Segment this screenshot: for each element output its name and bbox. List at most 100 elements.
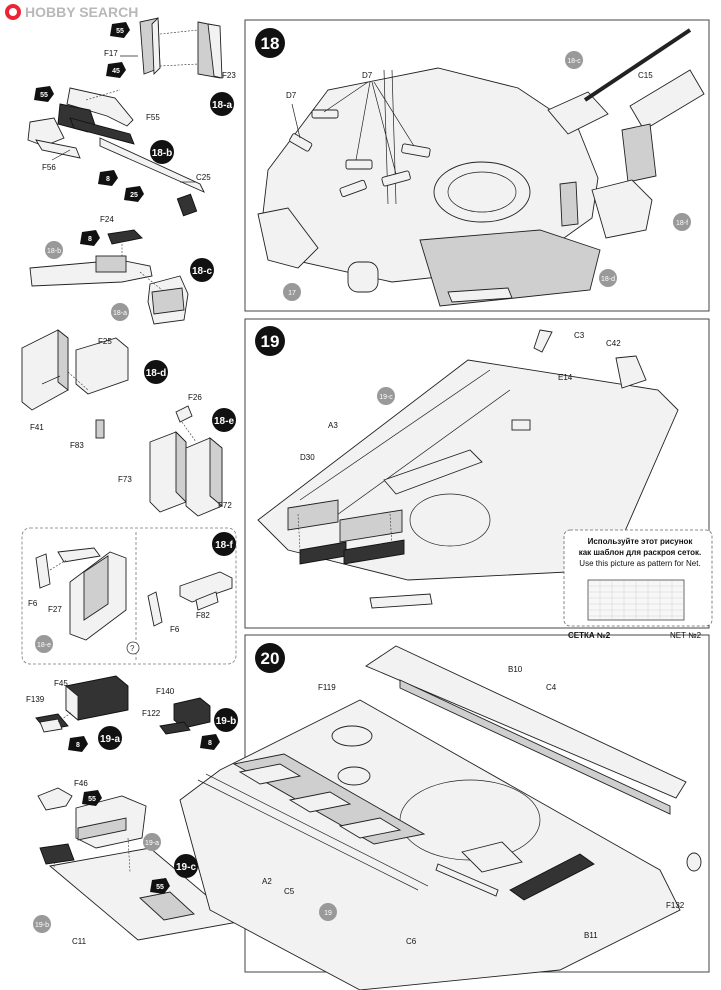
label-F25: F25 bbox=[98, 337, 112, 346]
label-F122: F122 bbox=[142, 709, 161, 718]
label-F23: F23 bbox=[222, 71, 236, 80]
svg-text:8: 8 bbox=[88, 236, 92, 243]
label-F139: F139 bbox=[26, 695, 45, 704]
svg-text:18-b: 18-b bbox=[47, 248, 61, 255]
ref-badge-19c: 19-c bbox=[377, 387, 395, 405]
label-C42: C42 bbox=[606, 339, 621, 348]
label-F27: F27 bbox=[48, 605, 62, 614]
svg-text:18-e: 18-e bbox=[214, 416, 234, 427]
subassembly-18f-panel: ? bbox=[21, 527, 237, 665]
label-A3: A3 bbox=[328, 421, 338, 430]
sub-badge-18a: 18-a bbox=[210, 92, 234, 116]
ref-badge-19: 19 bbox=[319, 903, 337, 921]
subassembly-18a-armour bbox=[120, 16, 223, 79]
svg-text:18-f: 18-f bbox=[676, 220, 688, 227]
label-D7-b: D7 bbox=[362, 71, 373, 80]
sub-badge-18b: 18-b bbox=[150, 140, 174, 164]
label-C25: C25 bbox=[196, 173, 211, 182]
paint-badge-8-a: 8 bbox=[98, 170, 118, 186]
label-F55: F55 bbox=[146, 113, 160, 122]
paint-badge-8-c: 8 bbox=[68, 736, 88, 752]
paint-badge-8-d: 8 bbox=[200, 734, 220, 750]
svg-text:8: 8 bbox=[208, 740, 212, 747]
paint-badge-55-c: 55 bbox=[82, 790, 102, 806]
sub-badge-18e: 18-e bbox=[212, 408, 236, 432]
watermark-text: HOBBY SEARCH bbox=[25, 4, 138, 20]
svg-text:55: 55 bbox=[88, 796, 96, 803]
label-F82: F82 bbox=[196, 611, 210, 620]
subassembly-19c-plate bbox=[37, 787, 240, 941]
paint-badge-45: 45 bbox=[106, 62, 126, 78]
step-19-frame bbox=[244, 318, 710, 629]
paint-badge-55-d: 55 bbox=[150, 878, 170, 894]
paint-badge-8-b: 8 bbox=[80, 230, 100, 246]
label-C4: C4 bbox=[546, 683, 557, 692]
svg-text:19-a: 19-a bbox=[100, 734, 120, 745]
step-18-turret-drawing bbox=[257, 28, 705, 307]
label-A2: A2 bbox=[262, 877, 272, 886]
label-F83: F83 bbox=[70, 441, 84, 450]
step-20-badge: 20 bbox=[255, 643, 285, 673]
ref-badge-18a: 18-a bbox=[111, 303, 129, 321]
hint-icon bbox=[126, 641, 140, 655]
label-F72: F72 bbox=[218, 501, 232, 510]
label-F56: F56 bbox=[42, 163, 56, 172]
svg-text:19-a: 19-a bbox=[145, 840, 159, 847]
svg-text:55: 55 bbox=[156, 884, 164, 891]
net-note-ru-line1: Используйте этот рисунок bbox=[588, 537, 694, 546]
label-F73: F73 bbox=[118, 475, 132, 484]
label-C6: C6 bbox=[406, 937, 417, 946]
sub-badge-18f: 18-f bbox=[212, 532, 236, 556]
watermark: HOBBY SEARCH bbox=[5, 4, 138, 20]
net-pattern-note: Используйте этот рисунок как шаблон для … bbox=[563, 529, 713, 640]
svg-text:18-a: 18-a bbox=[113, 310, 127, 317]
sub-badge-18d: 18-d bbox=[144, 360, 168, 384]
label-D30: D30 bbox=[300, 453, 315, 462]
net-label-ru: СЕТКА №2 bbox=[568, 631, 611, 640]
svg-text:18-c: 18-c bbox=[192, 266, 212, 277]
svg-text:19: 19 bbox=[324, 910, 332, 917]
label-C5: C5 bbox=[284, 887, 295, 896]
subassembly-18c-gun-mount bbox=[29, 229, 189, 325]
label-B10: B10 bbox=[508, 665, 523, 674]
svg-text:20: 20 bbox=[261, 649, 280, 668]
svg-text:18-f: 18-f bbox=[215, 540, 233, 551]
svg-text:18-d: 18-d bbox=[601, 276, 615, 283]
net-note-ru-line2: как шаблон для раскроя сеток. bbox=[579, 548, 702, 557]
ref-badge-18f: 18-f bbox=[673, 213, 691, 231]
label-F46: F46 bbox=[74, 779, 88, 788]
svg-text:18-e: 18-e bbox=[37, 642, 51, 649]
sub-badge-18c: 18-c bbox=[190, 258, 214, 282]
svg-text:55: 55 bbox=[40, 92, 48, 99]
svg-text:18: 18 bbox=[261, 34, 280, 53]
step-19-deck-drawing bbox=[257, 329, 679, 609]
label-C11: C11 bbox=[72, 937, 87, 946]
label-F17: F17 bbox=[104, 49, 118, 58]
label-C3: C3 bbox=[574, 331, 585, 340]
svg-text:19-c: 19-c bbox=[176, 862, 196, 873]
sub-badge-19c: 19-c bbox=[174, 854, 198, 878]
label-F26: F26 bbox=[188, 393, 202, 402]
step-20-hull-drawing bbox=[179, 645, 702, 990]
label-D7-a: D7 bbox=[286, 91, 297, 100]
subassembly-18d-bracket bbox=[21, 329, 129, 439]
label-F6-b: F6 bbox=[170, 625, 180, 634]
label-F24: F24 bbox=[100, 215, 114, 224]
svg-text:19: 19 bbox=[261, 332, 280, 351]
step-19-badge: 19 bbox=[255, 326, 285, 356]
ref-badge-18d: 18-d bbox=[599, 269, 617, 287]
subassembly-18b-machine-gun bbox=[27, 87, 205, 217]
svg-text:19-b: 19-b bbox=[216, 716, 237, 727]
label-F41: F41 bbox=[30, 423, 44, 432]
label-F6-a: F6 bbox=[28, 599, 38, 608]
svg-text:17: 17 bbox=[288, 290, 296, 297]
svg-text:25: 25 bbox=[130, 192, 138, 199]
ref-badge-18e: 18-e bbox=[35, 635, 53, 653]
part-labels: F17 F23 F55 F56 C25 F24 F25 F41 F83 F26 … bbox=[26, 49, 685, 946]
subassembly-18e-storage-bins bbox=[149, 405, 223, 517]
label-F45: F45 bbox=[54, 679, 68, 688]
label-F119: F119 bbox=[318, 683, 336, 692]
paint-badge-55-b: 55 bbox=[34, 86, 54, 102]
svg-text:18-b: 18-b bbox=[152, 148, 173, 159]
